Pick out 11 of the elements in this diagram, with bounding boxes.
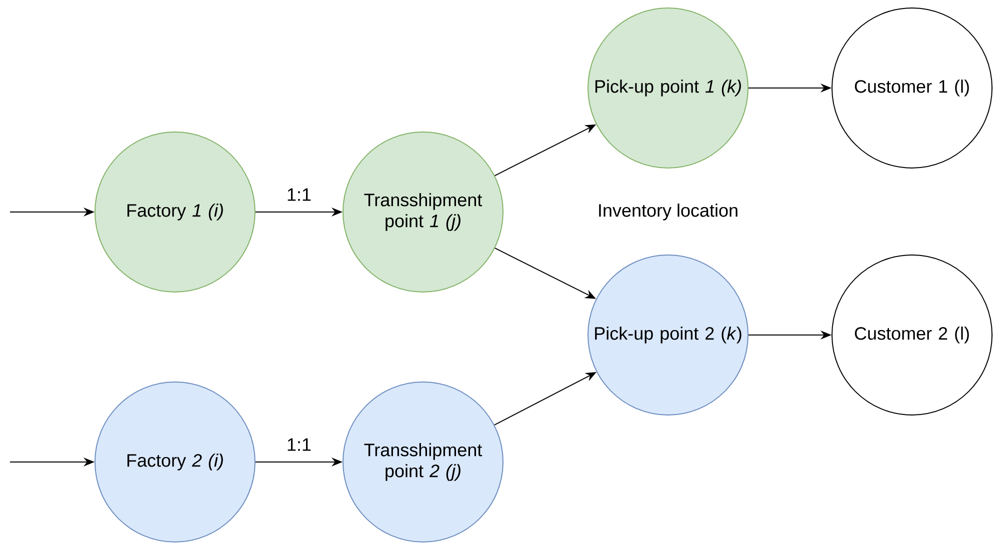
circle-node: Transshipment point 2 (j) <box>342 382 504 542</box>
edge-label: 1:1 <box>286 187 313 202</box>
circle-node: Customer 2 (l) <box>832 254 992 416</box>
circle-node: Transshipment point 1 (j) <box>342 132 504 292</box>
circle-node: Factory 2 (i) <box>94 382 256 542</box>
note-label: Inventory location <box>599 204 738 220</box>
circle-node: Pick-up point 2 (k) <box>588 254 748 416</box>
circle-node: Customer 1 (l) <box>832 8 992 168</box>
circle-node: Factory 1 (i) <box>94 132 256 292</box>
edge-label: 1:1 <box>286 437 313 452</box>
circle-node: Pick-up point 1 (k) <box>588 8 748 168</box>
